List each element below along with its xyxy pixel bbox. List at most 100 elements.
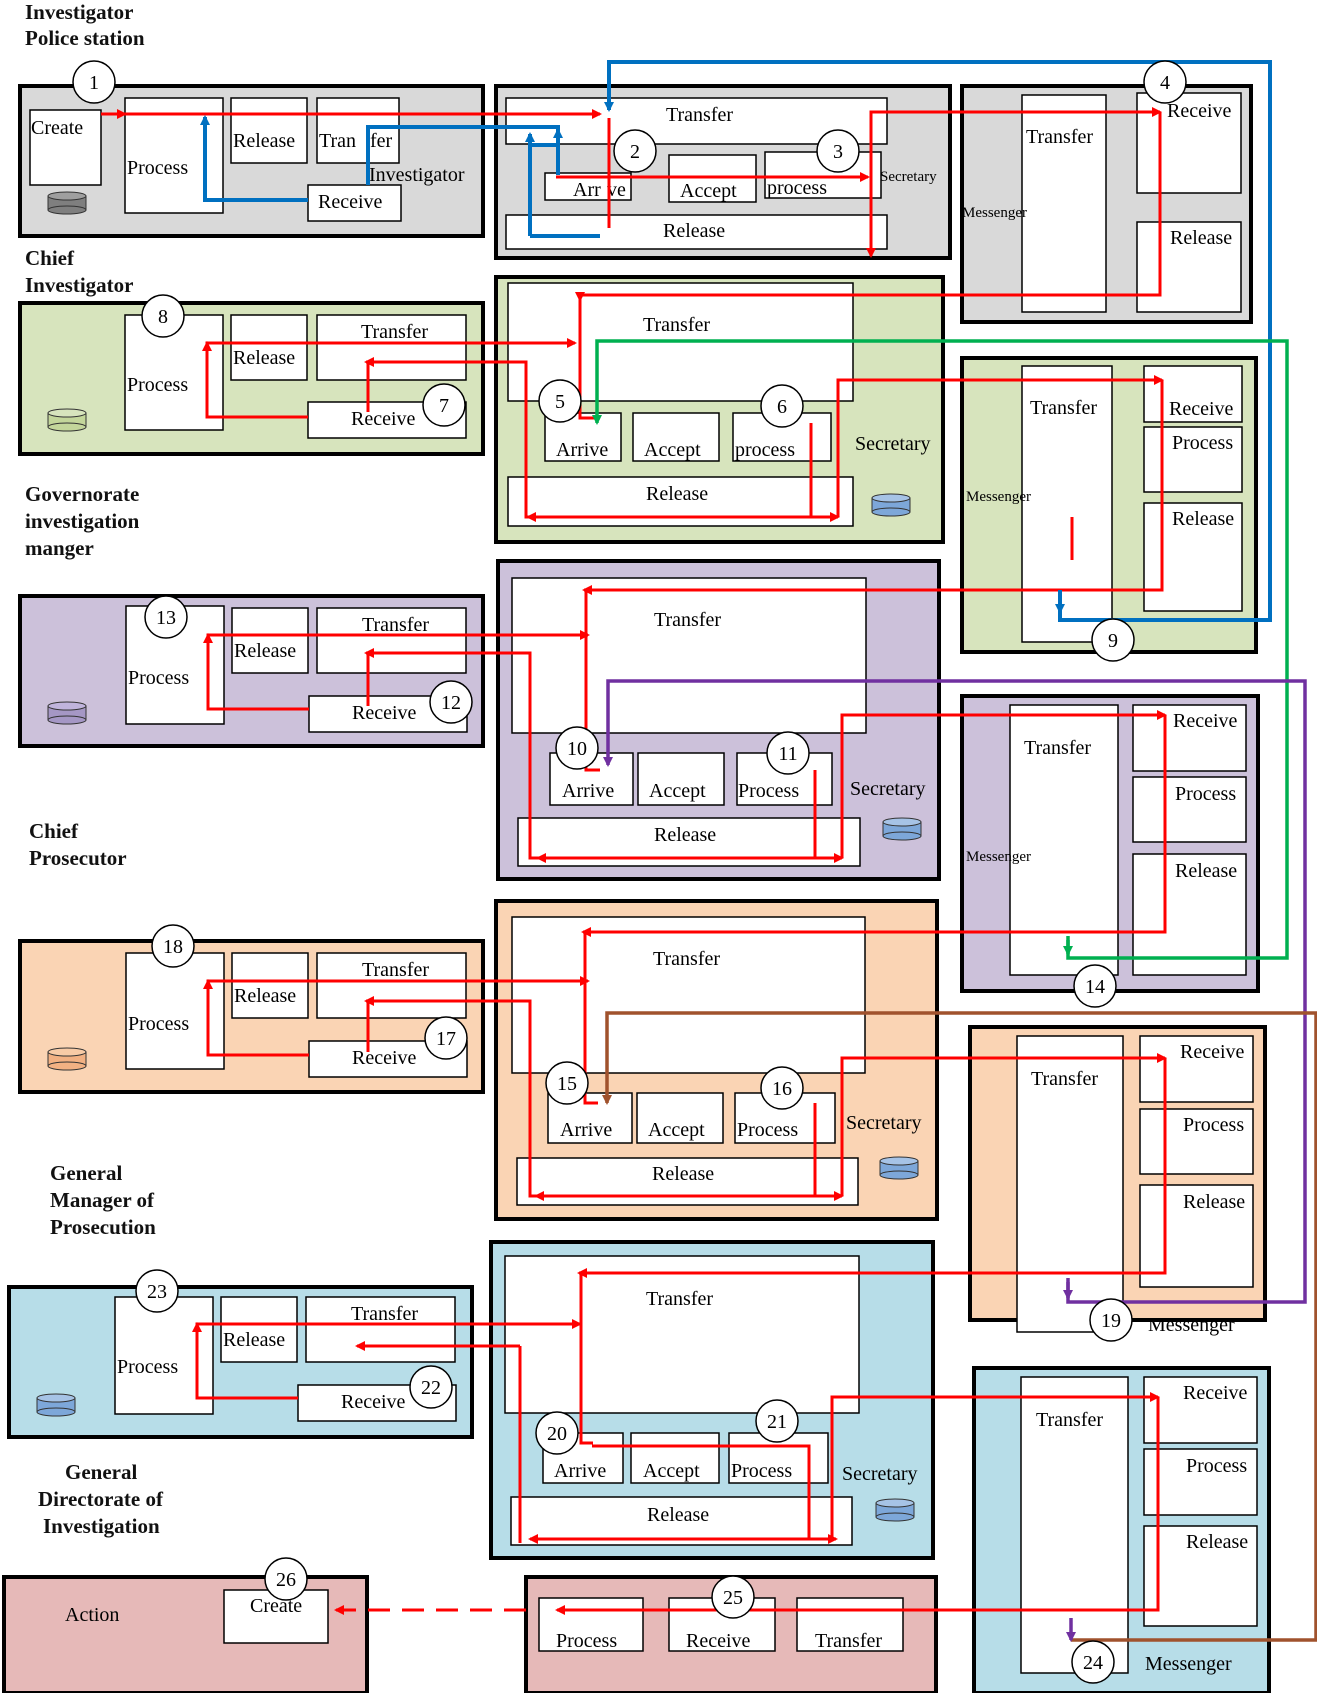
messenger-release-box-1 bbox=[1136, 221, 1242, 313]
transfer-box-ci bbox=[316, 314, 467, 381]
step-5: 5 bbox=[538, 379, 582, 423]
step-21: 21 bbox=[755, 1399, 799, 1443]
step-10-label: 10 bbox=[567, 738, 587, 760]
step-8-label: 8 bbox=[158, 306, 168, 328]
release-arrows bbox=[526, 512, 546, 1544]
brown-flow-1 bbox=[602, 1011, 1317, 1642]
messenger-transfer-label-3: Transfer bbox=[1024, 737, 1091, 759]
process-label-s4: Process bbox=[737, 1119, 798, 1141]
accept-box-2 bbox=[632, 412, 720, 462]
label-general: General bbox=[50, 1161, 123, 1185]
arrive-label-4: Arrive bbox=[560, 1119, 612, 1141]
messenger-process-box-2 bbox=[1143, 426, 1243, 493]
step-21-label: 21 bbox=[767, 1411, 787, 1433]
step-7-label: 7 bbox=[439, 395, 449, 417]
accept-box-4 bbox=[636, 1092, 724, 1144]
database-icon-s3 bbox=[882, 817, 922, 841]
receive-box bbox=[307, 184, 402, 222]
label-chief: Chief bbox=[25, 246, 74, 270]
arrive-box-4 bbox=[547, 1092, 633, 1144]
messenger-label-2: Messenger bbox=[966, 489, 1031, 505]
action-label: Action bbox=[65, 1604, 119, 1626]
step-6-label: 6 bbox=[777, 396, 787, 418]
process-label-s3: Process bbox=[738, 780, 799, 802]
label-manager-of: Manager of bbox=[50, 1188, 155, 1212]
arrive-label-2: Arrive bbox=[556, 439, 608, 461]
step-17: 17 bbox=[424, 1016, 468, 1060]
investigator-inner-label: Investigator bbox=[369, 164, 465, 186]
database-icon bbox=[47, 191, 87, 215]
final-transfer-label: Transfer bbox=[815, 1630, 882, 1652]
label-police-station: Police station bbox=[25, 26, 145, 50]
messenger-transfer-box-3 bbox=[1009, 704, 1119, 976]
messenger-label-1: Messenger bbox=[962, 205, 1027, 221]
step-9-label: 9 bbox=[1108, 630, 1118, 652]
messenger-transfer-label-2: Transfer bbox=[1030, 397, 1097, 419]
step-11: 11 bbox=[766, 731, 810, 775]
secretary-label-5: Secretary bbox=[842, 1463, 918, 1485]
step-circles: 1 2 3 4 5 6 7 8 9 10 11 12 13 14 15 16 1… bbox=[72, 60, 1187, 1684]
step-8: 8 bbox=[141, 294, 185, 338]
accept-box-5 bbox=[630, 1432, 720, 1484]
messenger-receive-box-5 bbox=[1143, 1376, 1258, 1444]
secretary-transfer-label-4: Transfer bbox=[653, 948, 720, 970]
release-box-gm bbox=[231, 607, 309, 674]
secretary-transfer-box-4 bbox=[511, 916, 866, 1074]
purple-flow-lines bbox=[603, 679, 1307, 1304]
release-label-cp: Release bbox=[234, 985, 296, 1007]
messenger-receive-label-1: Receive bbox=[1167, 100, 1232, 122]
transfer-box-gmp bbox=[305, 1296, 456, 1363]
label-directorate-of: Directorate of bbox=[38, 1487, 163, 1511]
receive-label-gmp: Receive bbox=[341, 1391, 406, 1413]
step-5-label: 5 bbox=[555, 391, 565, 413]
step-2-label: 2 bbox=[630, 141, 640, 163]
messenger-receive-label-4: Receive bbox=[1180, 1041, 1245, 1063]
process-label-s2: process bbox=[735, 439, 795, 461]
messenger-release-box-4 bbox=[1139, 1184, 1254, 1288]
blue-flow-6 bbox=[200, 115, 308, 202]
step-16-label: 16 bbox=[772, 1078, 792, 1100]
red-flow-lines bbox=[101, 107, 1167, 1615]
messenger-release-box-5 bbox=[1143, 1525, 1258, 1627]
release-label-s2: Release bbox=[646, 483, 708, 505]
step-15-label: 15 bbox=[557, 1073, 577, 1095]
release-label-s1: Release bbox=[663, 220, 725, 242]
step-25-label: 25 bbox=[723, 1587, 743, 1609]
messenger-release-label-1: Release bbox=[1170, 227, 1232, 249]
label-chief-investigator: Investigator bbox=[25, 273, 134, 297]
step-7: 7 bbox=[422, 383, 466, 427]
step-26: 26 bbox=[264, 1557, 308, 1601]
messenger-transfer-label-5: Transfer bbox=[1036, 1409, 1103, 1431]
label-prosecution: Prosecution bbox=[50, 1215, 156, 1239]
messenger-release-box-3 bbox=[1132, 853, 1247, 976]
messenger-transfer-box-4 bbox=[1016, 1035, 1124, 1333]
messenger-process-label-3: Process bbox=[1175, 783, 1236, 805]
label-chief-2: Chief bbox=[29, 819, 78, 843]
label-prosecutor: Prosecutor bbox=[29, 846, 127, 870]
messenger-label-4: Messenger bbox=[1148, 1314, 1235, 1336]
release-label-gmp: Release bbox=[223, 1329, 285, 1351]
step-10: 10 bbox=[555, 726, 599, 770]
messenger-release-label-5: Release bbox=[1186, 1531, 1248, 1553]
step-22: 22 bbox=[409, 1365, 453, 1409]
step-3: 3 bbox=[816, 129, 860, 173]
release-label-ci: Release bbox=[233, 347, 295, 369]
process-label-cp: Process bbox=[128, 1013, 189, 1035]
transfer-label-part1: Tran bbox=[319, 130, 356, 152]
step-3-label: 3 bbox=[833, 141, 843, 163]
messenger-process-box-4 bbox=[1139, 1108, 1254, 1175]
release-label-gm: Release bbox=[234, 640, 296, 662]
transfer-label-gmp: Transfer bbox=[351, 1303, 418, 1325]
red-flow-43 bbox=[555, 1397, 1160, 1615]
step-4: 4 bbox=[1143, 60, 1187, 104]
step-15: 15 bbox=[545, 1061, 589, 1105]
messenger-process-label-2: Process bbox=[1172, 432, 1233, 454]
messenger-process-box-3 bbox=[1132, 776, 1247, 843]
release-box-gmp bbox=[220, 1296, 298, 1363]
messenger-release-label-2: Release bbox=[1172, 508, 1234, 530]
step-22-label: 22 bbox=[421, 1377, 441, 1399]
accept-label-3: Accept bbox=[649, 780, 706, 802]
red-flow-15 bbox=[836, 375, 1164, 517]
step-19-label: 19 bbox=[1101, 1310, 1121, 1332]
step-14-label: 14 bbox=[1085, 976, 1105, 998]
